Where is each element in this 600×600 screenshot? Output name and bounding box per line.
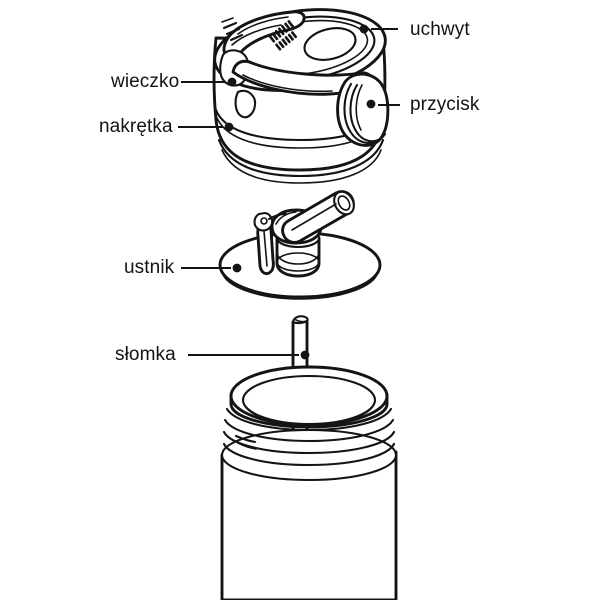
label-ustnik: ustnik [124, 257, 175, 278]
label-slomka: słomka [115, 344, 176, 365]
label-wieczko: wieczko [111, 71, 180, 92]
lid-grip-ticks [221, 17, 244, 42]
bottle-group [220, 365, 398, 600]
button-shape [336, 72, 390, 147]
stopper-assembly-group [218, 190, 382, 300]
label-przycisk: przycisk [410, 94, 480, 115]
leader-lines [178, 24, 400, 360]
spout-tube [281, 190, 355, 244]
label-nakretka: nakrętka [99, 116, 173, 137]
thermos-logo [268, 20, 298, 51]
lid-assembly-group [212, 8, 390, 184]
stopper-clip [253, 211, 275, 276]
label-uchwyt: uchwyt [410, 19, 470, 40]
